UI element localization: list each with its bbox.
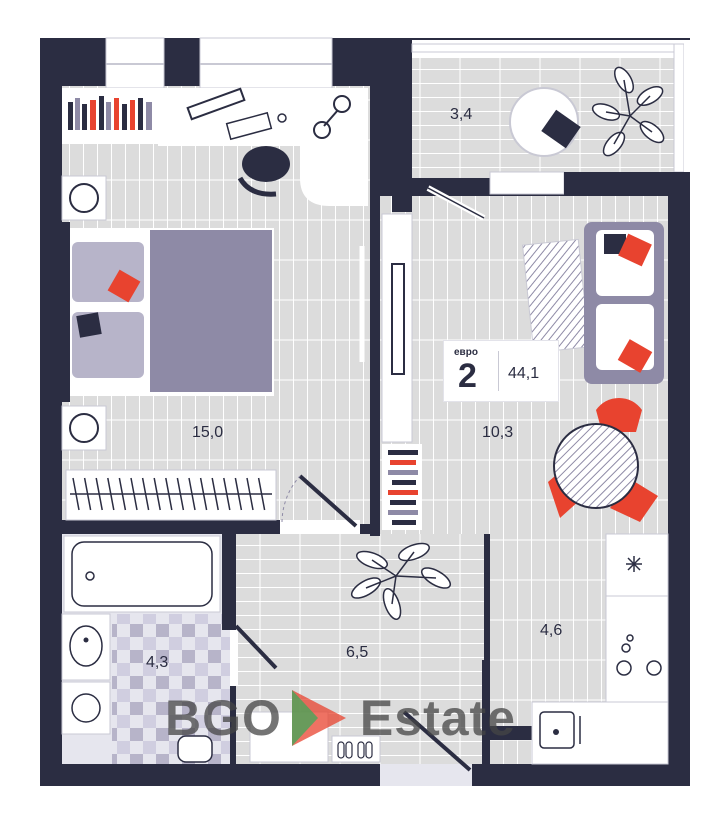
hanger-icon (130, 477, 138, 511)
hanger-icon (199, 477, 208, 511)
room-area-bedroom: 15,0 (192, 424, 224, 441)
room-area-kitchen: 4,6 (540, 622, 563, 639)
plant-balcony-icon (591, 66, 665, 157)
balcony-side-railing (673, 43, 685, 173)
bedroom-door (298, 474, 358, 528)
bed (62, 222, 274, 402)
plant-hall-icon (350, 542, 452, 620)
washbasin (61, 613, 111, 681)
wardrobe-bedroom (65, 469, 277, 521)
keyboard-icon (225, 111, 273, 141)
hanger-icon (257, 477, 266, 511)
office-chair-icon (237, 146, 290, 197)
shoes-icon (337, 741, 373, 759)
washing-machine (61, 681, 111, 735)
total-area: 44,1 (508, 365, 540, 382)
watermark: BGO Estate (165, 688, 516, 748)
hanger-icon (188, 477, 196, 511)
room-area-hall: 6,5 (346, 644, 369, 661)
hanger-icon (211, 477, 219, 511)
rug (521, 238, 591, 354)
entrance-door (402, 710, 472, 772)
hanger-icon (107, 477, 115, 511)
dining-table (548, 397, 658, 522)
hanger-icon (95, 477, 103, 511)
watermark-right: Estate (359, 690, 516, 746)
apartment-badge: евро 2 44,1 (443, 340, 559, 402)
tv-stand (381, 213, 413, 443)
toilet (177, 735, 213, 763)
wall-bath-hall (222, 534, 236, 630)
balcony-door (489, 171, 565, 195)
hanger-icon (153, 477, 161, 511)
fridge-icon (626, 556, 642, 572)
wall-balcony-left (392, 56, 412, 212)
desk (158, 88, 368, 206)
desk-lamp-icon (313, 95, 351, 139)
hanger-icon (176, 477, 185, 511)
hanger-icon (223, 477, 231, 511)
hanger-icon (72, 477, 80, 511)
nightstand-top-icon (61, 175, 107, 221)
hanger-icon (118, 477, 127, 511)
hanger-icon (246, 477, 254, 511)
wall-bedroom-hall (40, 520, 280, 534)
hanger-icon (141, 477, 150, 511)
mouse-icon (277, 113, 287, 123)
entrance-opening (380, 764, 472, 786)
sink-icon (539, 711, 581, 749)
hangers (72, 477, 266, 511)
watermark-logo-icon (291, 690, 346, 746)
wall-balcony-bottom (564, 172, 690, 196)
bathroom-door (234, 624, 278, 670)
nightstand-bottom-icon (61, 405, 107, 451)
apartment-type: евро (454, 347, 478, 358)
stove-icon (616, 634, 662, 676)
room-area-balcony: 3,4 (450, 106, 473, 123)
books-top (68, 96, 152, 130)
room-count: 2 (458, 357, 477, 395)
badge-divider (498, 351, 499, 391)
wall-bedroom-living (370, 176, 380, 536)
balcony-railing (411, 43, 685, 53)
bathtub (63, 535, 221, 613)
room-area-bathroom: 4,3 (146, 654, 169, 671)
hanger-icon (165, 477, 173, 511)
bookshelf-living (382, 444, 422, 530)
hanger-icon (234, 477, 243, 511)
wall-kitchen-stub (490, 726, 538, 740)
hanger-icon (83, 477, 92, 511)
wall-hall-kitchen (482, 660, 490, 764)
room-area-living: 10,3 (482, 424, 514, 441)
monitor-icon (186, 87, 246, 121)
watermark-left: BGO (165, 690, 282, 746)
armchair-balcony (509, 87, 581, 157)
balcony-right-gap (684, 40, 692, 172)
sofa (584, 222, 664, 384)
